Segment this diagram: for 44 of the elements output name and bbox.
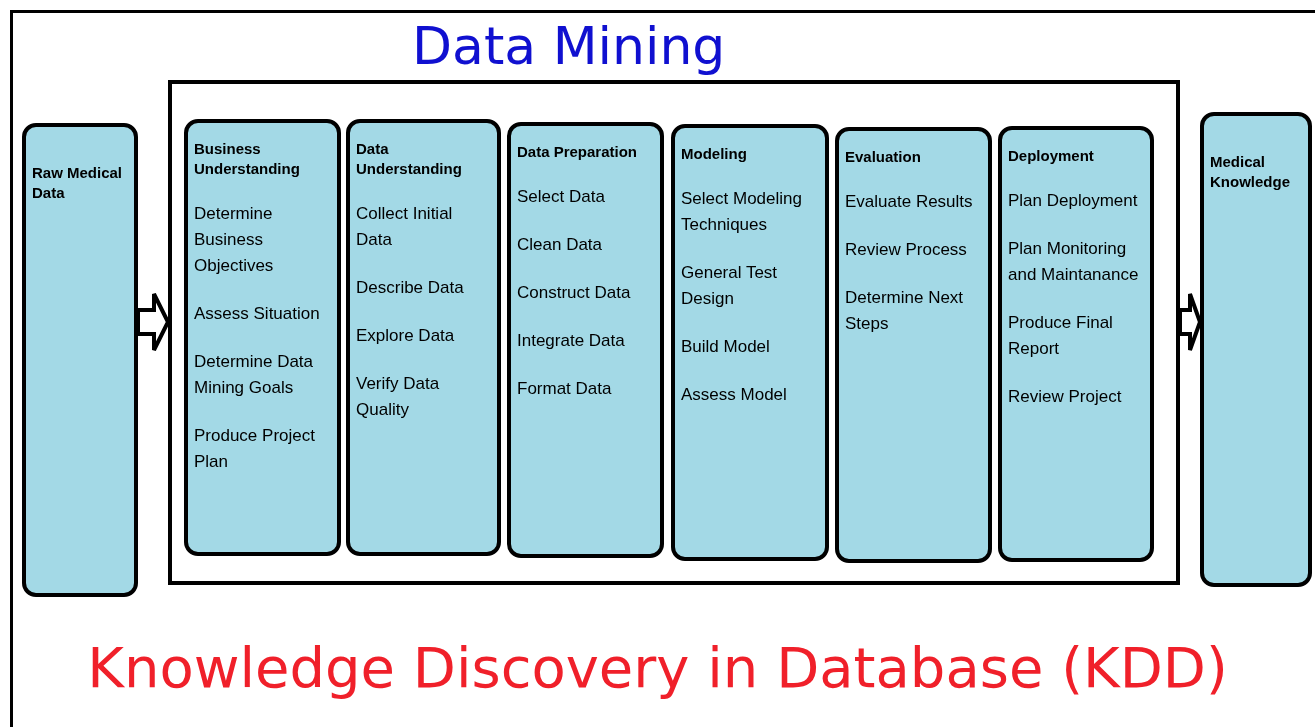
phase-box <box>835 127 992 563</box>
end-box <box>22 123 138 597</box>
phase-heading: Raw Medical Data <box>32 163 124 203</box>
phase-box <box>671 124 829 561</box>
task-text: Assess Model <box>681 384 788 406</box>
task-text: Select Modeling Techniques <box>681 188 803 236</box>
phase-heading: Data Preparation <box>517 142 639 162</box>
phase-heading: Data Understanding <box>356 139 463 179</box>
caption: Knowledge Discovery in Database (KDD) <box>86 634 1229 702</box>
task-text: Determine Next Steps <box>845 287 965 335</box>
task-text: Clean Data <box>517 234 604 256</box>
task-text: Build Model <box>681 336 771 358</box>
task-text: Describe Data <box>356 277 465 299</box>
block-arrow <box>1178 292 1203 352</box>
phase-box <box>184 119 341 556</box>
task-text: Produce Final Report <box>1008 312 1114 360</box>
task-text: Assess Situation <box>194 303 321 325</box>
task-text: Plan Monitoring and Maintanance <box>1008 238 1140 286</box>
task-text: Integrate Data <box>517 330 626 352</box>
task-text: Evaluate Results <box>845 191 974 213</box>
task-text: Construct Data <box>517 282 632 304</box>
task-text: Explore Data <box>356 325 456 347</box>
task-text: Determine Business Objectives <box>194 203 275 277</box>
phase-heading: Evaluation <box>845 147 922 167</box>
phase-heading: Business Understanding <box>194 139 301 179</box>
task-text: Determine Data Mining Goals <box>194 351 315 399</box>
task-text: Review Project <box>1008 386 1123 408</box>
block-arrow <box>136 292 171 352</box>
phase-box <box>507 122 664 558</box>
task-text: Verify Data Quality <box>356 373 441 421</box>
frame-heading: Data Mining <box>412 15 726 78</box>
end-box <box>1200 112 1312 587</box>
task-text: Review Process <box>845 239 968 261</box>
phase-heading: Medical Knowledge <box>1210 152 1291 192</box>
phase-box <box>998 126 1154 562</box>
phase-heading: Deployment <box>1008 146 1095 166</box>
task-text: Select Data <box>517 186 606 208</box>
phase-heading: Modeling <box>681 144 748 164</box>
task-text: Collect Initial Data <box>356 203 454 251</box>
task-text: General Test Design <box>681 262 779 310</box>
phase-box <box>346 119 501 556</box>
task-text: Plan Deployment <box>1008 190 1139 212</box>
task-text: Produce Project Plan <box>194 425 316 473</box>
task-text: Format Data <box>517 378 613 400</box>
